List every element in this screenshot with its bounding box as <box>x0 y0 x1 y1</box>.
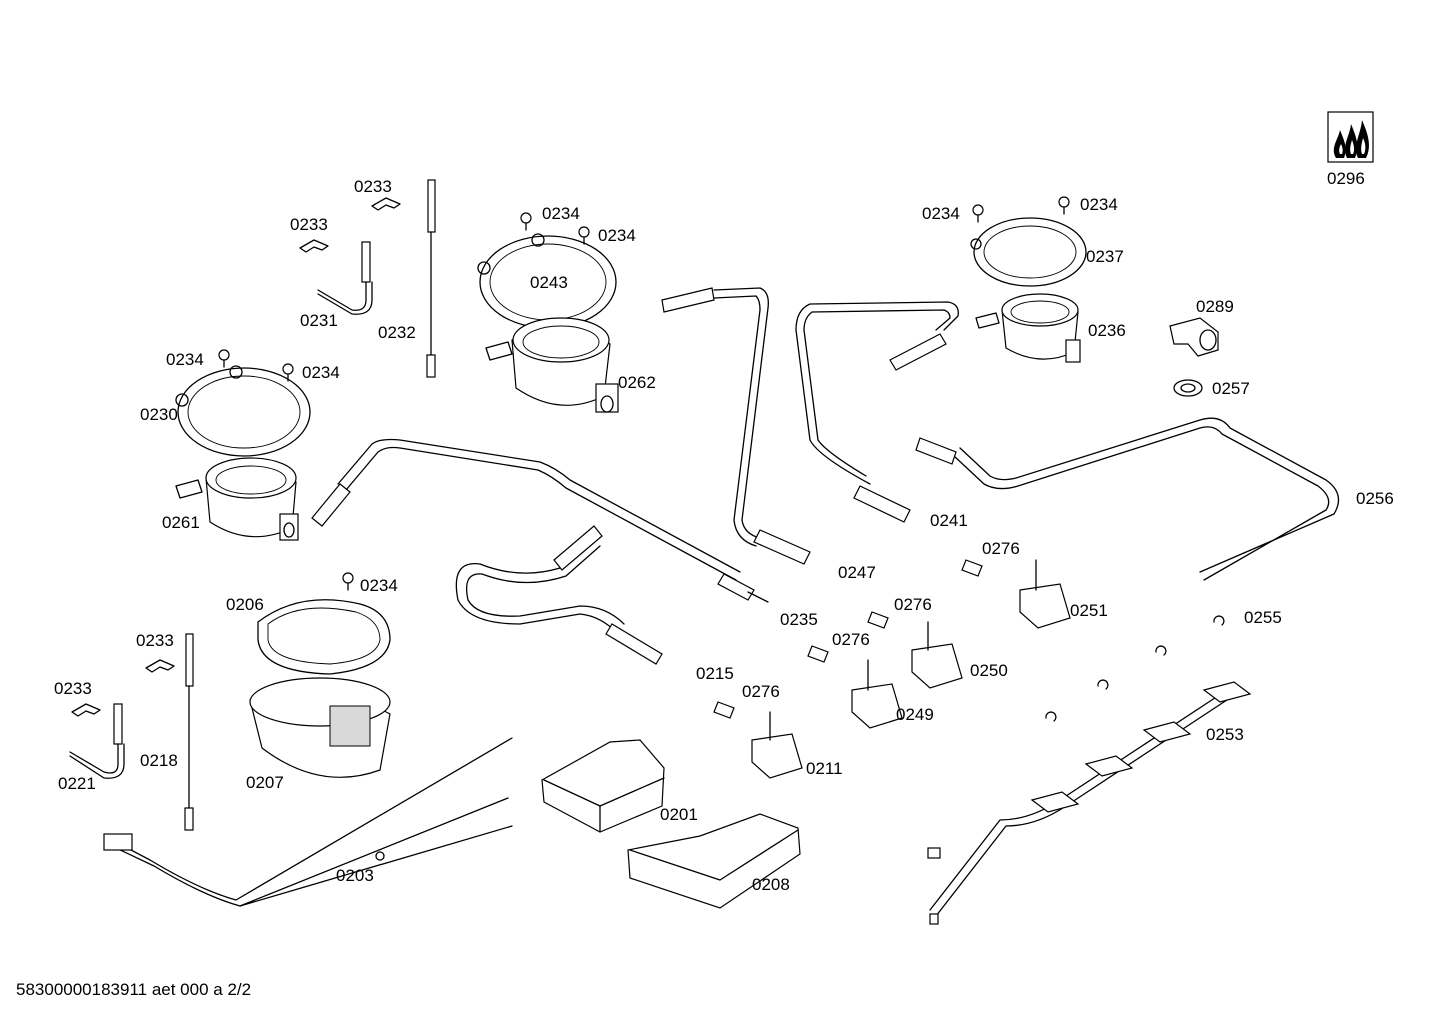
part-label-0218: 0218 <box>140 751 178 770</box>
gasket-part <box>175 217 1087 457</box>
screw-part <box>218 196 1070 591</box>
part-label-0261: 0261 <box>162 513 200 532</box>
part-label-0234: 0234 <box>360 576 398 595</box>
burner-cup-part <box>175 293 1081 541</box>
part-label-0230: 0230 <box>140 405 178 424</box>
gas-pipe-part <box>311 287 1340 665</box>
part-label-0233: 0233 <box>54 679 92 698</box>
elbow-fitting-part <box>1169 317 1219 397</box>
part-label-0255: 0255 <box>1244 608 1282 627</box>
thermocouple-part <box>69 703 125 779</box>
part-label-0234: 0234 <box>302 363 340 382</box>
part-label-0206: 0206 <box>226 595 264 614</box>
part-label-0211: 0211 <box>806 759 843 778</box>
part-label-0233: 0233 <box>290 215 328 234</box>
part-label-0234: 0234 <box>598 226 636 245</box>
part-label-0243: 0243 <box>530 273 568 292</box>
part-label-0237: 0237 <box>1086 247 1124 266</box>
part-label-0253: 0253 <box>1206 725 1244 744</box>
part-label-0276: 0276 <box>894 595 932 614</box>
control-box-part <box>541 739 665 833</box>
part-label-0250: 0250 <box>970 661 1008 680</box>
part-label-0232: 0232 <box>378 323 416 342</box>
part-label-0231: 0231 <box>300 311 338 330</box>
part-label-0233: 0233 <box>354 177 392 196</box>
part-label-0276: 0276 <box>982 539 1020 558</box>
part-label-0249: 0249 <box>896 705 934 724</box>
part-label-0208: 0208 <box>752 875 790 894</box>
part-label-0233: 0233 <box>136 631 174 650</box>
thermocouple-part <box>317 241 373 315</box>
part-label-0207: 0207 <box>246 773 284 792</box>
part-label-0247: 0247 <box>838 563 876 582</box>
part-label-0236: 0236 <box>1088 321 1126 340</box>
part-label-0235: 0235 <box>780 610 818 629</box>
part-label-0251: 0251 <box>1070 601 1108 620</box>
clip-part <box>299 197 401 253</box>
ignition-rod-part <box>426 179 436 378</box>
part-label-0201: 0201 <box>660 805 698 824</box>
clip-part <box>71 659 175 717</box>
part-label-0276: 0276 <box>742 682 780 701</box>
part-label-0296: 0296 <box>1327 169 1365 188</box>
retaining-clip-part <box>1045 615 1225 722</box>
part-label-0262: 0262 <box>618 373 656 392</box>
three-flames-icon <box>1327 111 1374 163</box>
part-label-0256: 0256 <box>1356 489 1394 508</box>
part-label-0241: 0241 <box>930 511 968 530</box>
cover-plate-part <box>627 813 801 909</box>
wok-burner-part <box>249 599 391 778</box>
ignition-switch-harness-part <box>927 681 1252 925</box>
part-label-0276: 0276 <box>832 630 870 649</box>
part-label-0257: 0257 <box>1212 379 1250 398</box>
drawing-reference-code: 58300000183911 aet 000 a 2/2 <box>16 980 252 999</box>
part-label-0234: 0234 <box>1080 195 1118 214</box>
ignition-rod-part <box>184 633 194 831</box>
wiring-harness-part <box>103 737 513 907</box>
part-label-0289: 0289 <box>1196 297 1234 316</box>
part-label-0203: 0203 <box>336 866 374 885</box>
part-label-0234: 0234 <box>166 350 204 369</box>
part-label-0221: 0221 <box>58 774 96 793</box>
gas-valve-part <box>713 559 1071 779</box>
part-label-0215: 0215 <box>696 664 734 683</box>
part-label-0234: 0234 <box>922 204 960 223</box>
part-label-0234: 0234 <box>542 204 580 223</box>
